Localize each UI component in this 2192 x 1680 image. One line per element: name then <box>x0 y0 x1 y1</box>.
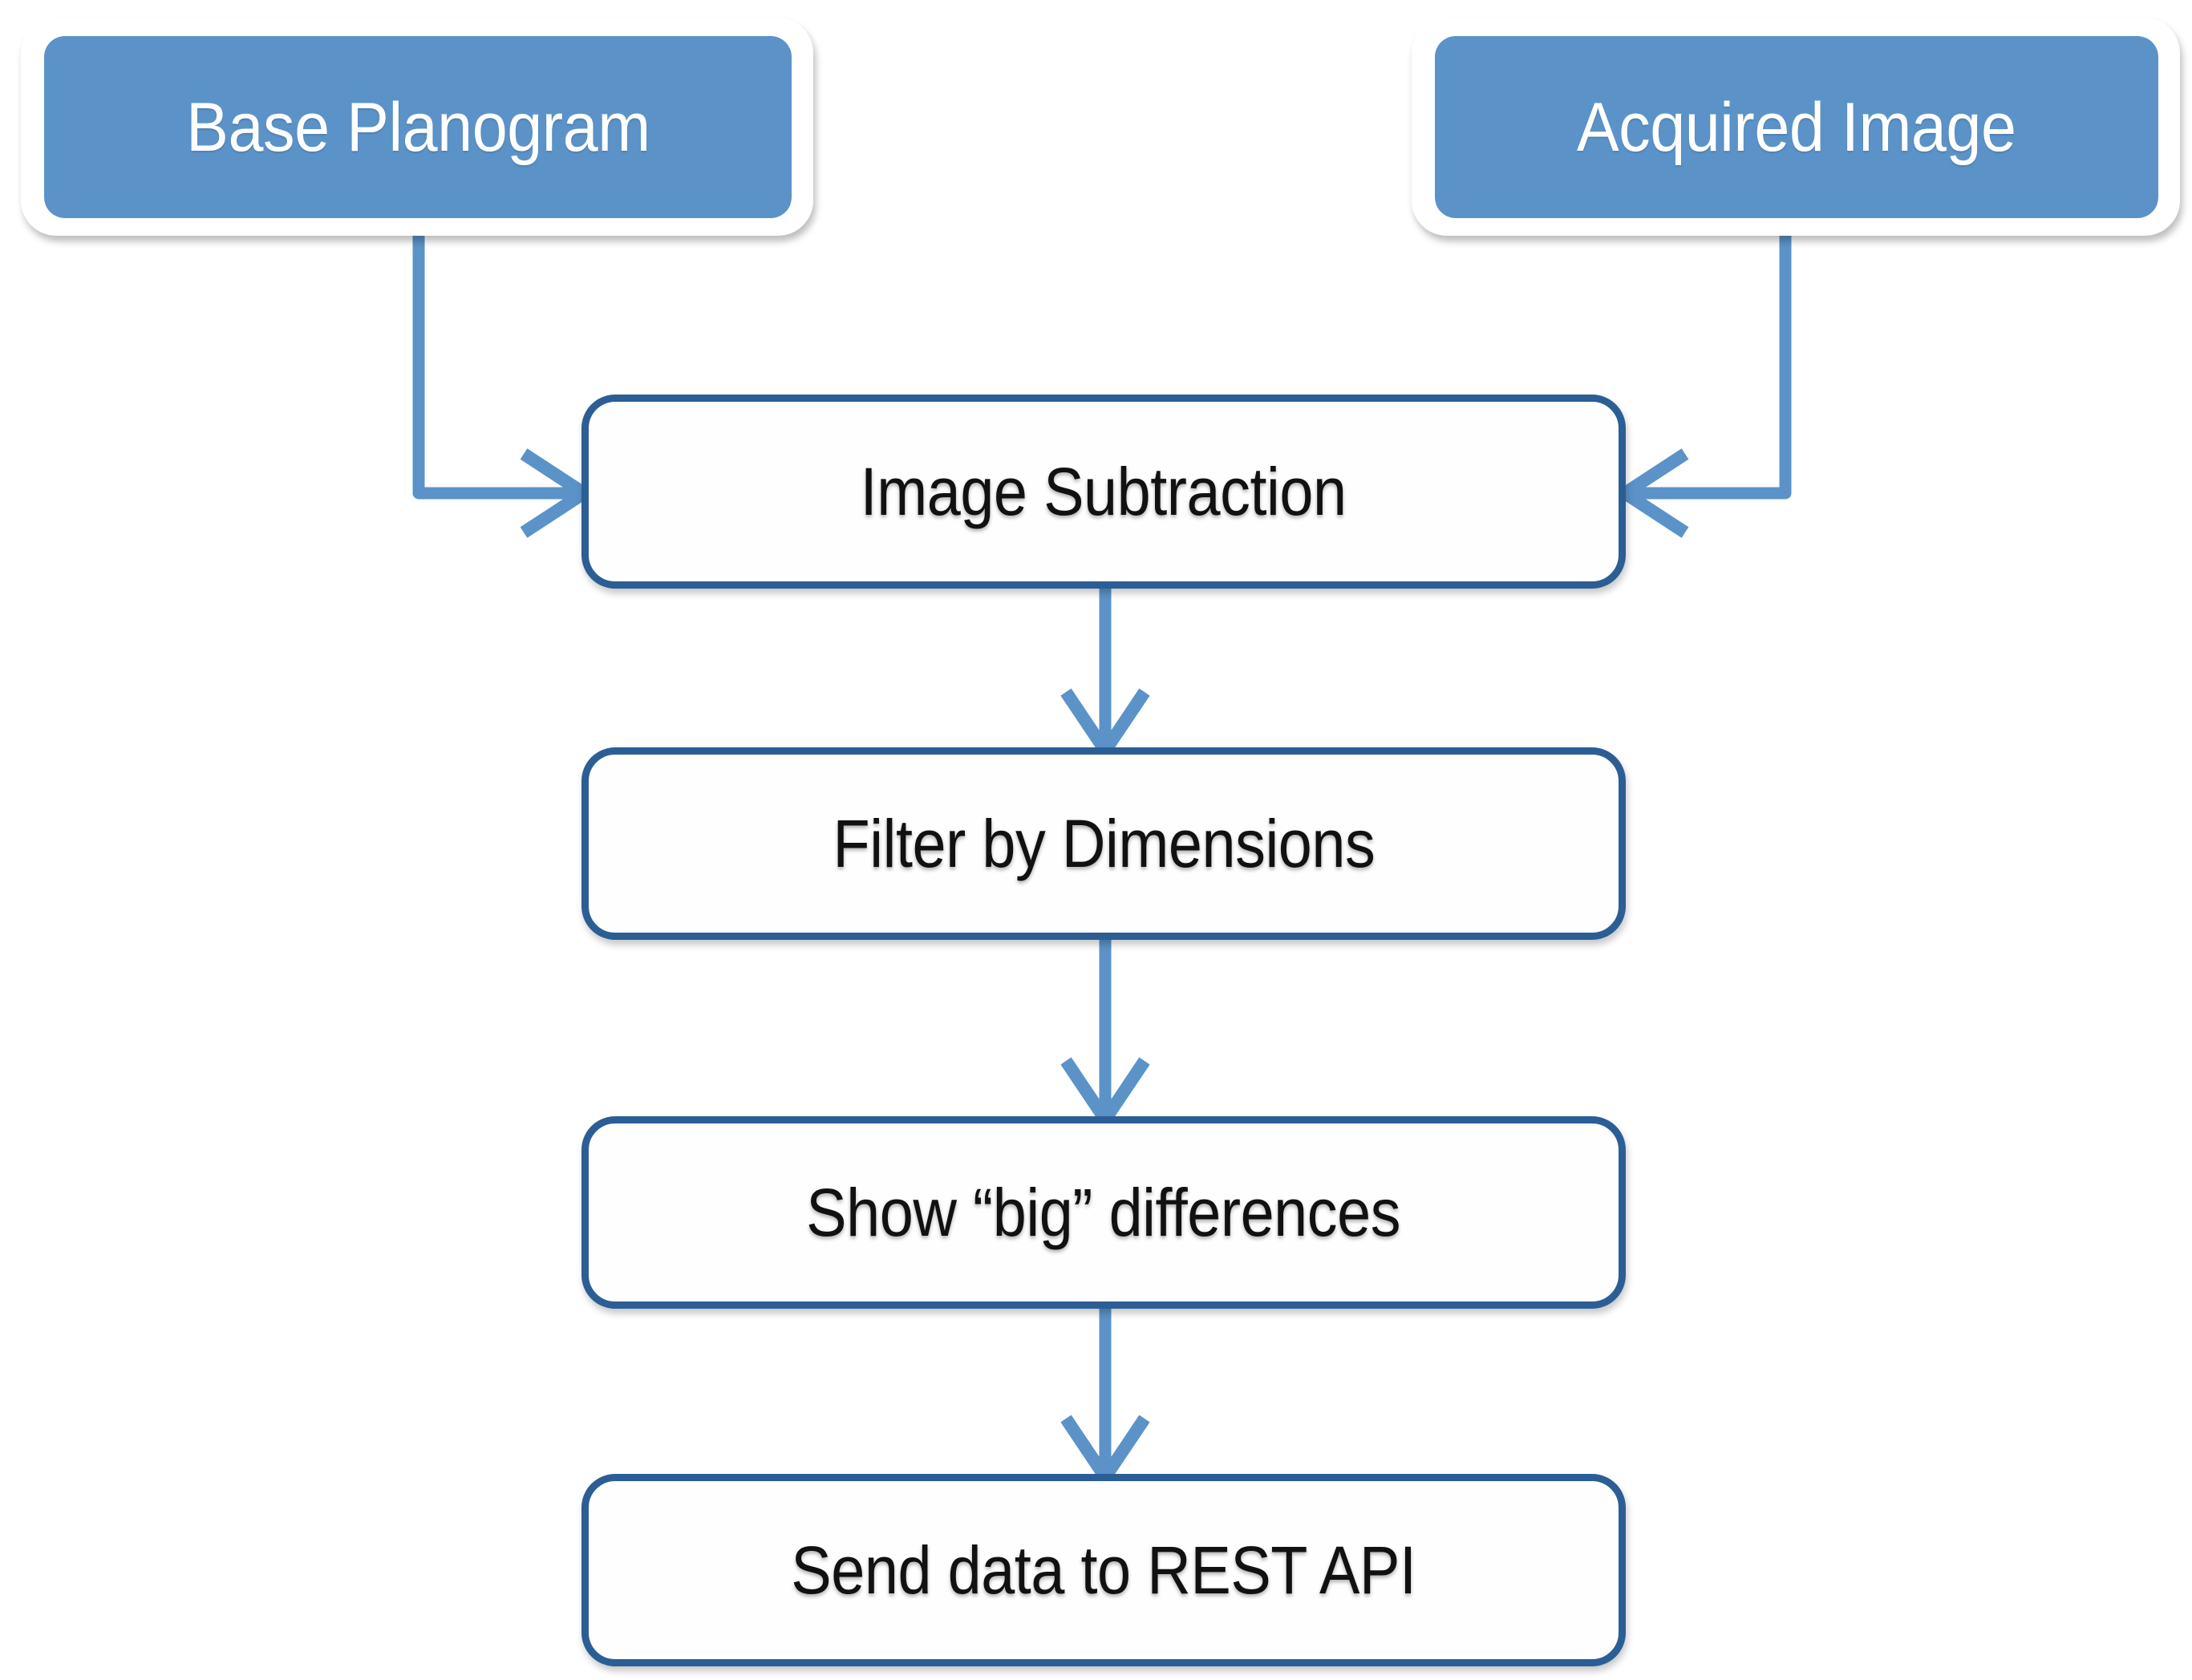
node-send-rest-api[interactable]: Send data to REST API <box>581 1474 1626 1666</box>
node-show-differences-label: Show “big” differences <box>806 1175 1401 1250</box>
node-filter-dimensions[interactable]: Filter by Dimensions <box>581 747 1626 940</box>
edge-show-differences-to-send-rest-api <box>1060 1309 1150 1489</box>
node-acquired-image-fill: Acquired Image <box>1435 36 2158 218</box>
node-acquired-image[interactable]: Acquired Image <box>1412 18 2180 236</box>
node-show-differences[interactable]: Show “big” differences <box>581 1116 1626 1309</box>
edge-acquired-image-to-image-subtraction <box>1613 218 1792 538</box>
edge-base-planogram-to-image-subtraction <box>412 218 596 538</box>
edge-filter-dimensions-to-show-differences <box>1060 940 1150 1131</box>
node-acquired-image-label: Acquired Image <box>1577 88 2016 166</box>
node-send-rest-api-label: Send data to REST API <box>791 1532 1416 1608</box>
node-filter-dimensions-label: Filter by Dimensions <box>833 806 1375 881</box>
edge-image-subtraction-to-filter-dimensions <box>1060 589 1150 763</box>
node-base-planogram-fill: Base Planogram <box>44 36 792 218</box>
node-base-planogram-label: Base Planogram <box>185 88 650 166</box>
node-image-subtraction-label: Image Subtraction <box>861 454 1347 529</box>
node-base-planogram[interactable]: Base Planogram <box>21 18 813 236</box>
node-image-subtraction[interactable]: Image Subtraction <box>581 395 1626 589</box>
